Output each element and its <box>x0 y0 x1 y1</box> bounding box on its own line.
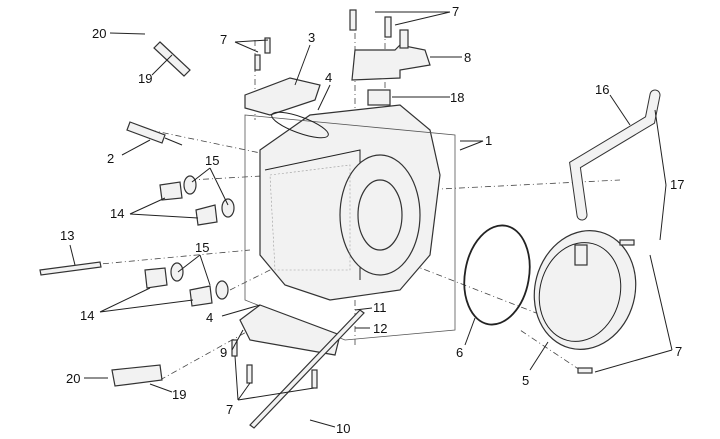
label-4-bottom: 4 <box>206 310 213 325</box>
label-14-b: 14 <box>80 308 94 323</box>
cylinder-head <box>244 104 456 341</box>
label-16: 16 <box>595 82 609 97</box>
valve-cover <box>244 77 329 139</box>
label-7-d: 7 <box>226 402 233 417</box>
stud <box>39 261 102 276</box>
label-19-bottom: 19 <box>172 387 186 402</box>
label-17: 17 <box>670 177 684 192</box>
label-7-b: 7 <box>452 4 459 19</box>
o-ring <box>463 224 531 326</box>
label-7-c: 7 <box>675 344 682 359</box>
label-10: 10 <box>336 421 350 436</box>
label-18: 18 <box>450 90 464 105</box>
long-bolt <box>249 309 365 429</box>
bolts <box>231 37 635 389</box>
label-5: 5 <box>522 373 529 388</box>
label-11: 11 <box>373 300 387 315</box>
label-3: 3 <box>308 30 315 45</box>
plugs-washers <box>144 175 235 307</box>
label-13: 13 <box>60 228 74 243</box>
leader-lines <box>69 11 673 428</box>
label-20-top: 20 <box>92 26 106 41</box>
intake-manifold <box>239 304 341 356</box>
side-cover <box>533 230 637 350</box>
label-14-a: 14 <box>110 206 124 221</box>
label-19-top: 19 <box>138 71 152 86</box>
label-8: 8 <box>464 50 471 65</box>
label-2: 2 <box>107 151 114 166</box>
part-labels: 20 19 7 3 4 7 8 18 16 1 2 15 14 17 13 15… <box>60 4 684 436</box>
label-20-bottom: 20 <box>66 371 80 386</box>
label-12: 12 <box>373 321 387 336</box>
tube-top <box>153 41 191 77</box>
label-4-top: 4 <box>325 70 332 85</box>
label-7-a: 7 <box>220 32 227 47</box>
label-1: 1 <box>485 133 492 148</box>
thermostat-housing <box>349 9 431 106</box>
label-6: 6 <box>456 345 463 360</box>
label-9: 9 <box>220 345 227 360</box>
tube-bottom <box>111 364 163 387</box>
label-15-a: 15 <box>205 153 219 168</box>
label-15-b: 15 <box>195 240 209 255</box>
spark-plug <box>126 121 183 146</box>
